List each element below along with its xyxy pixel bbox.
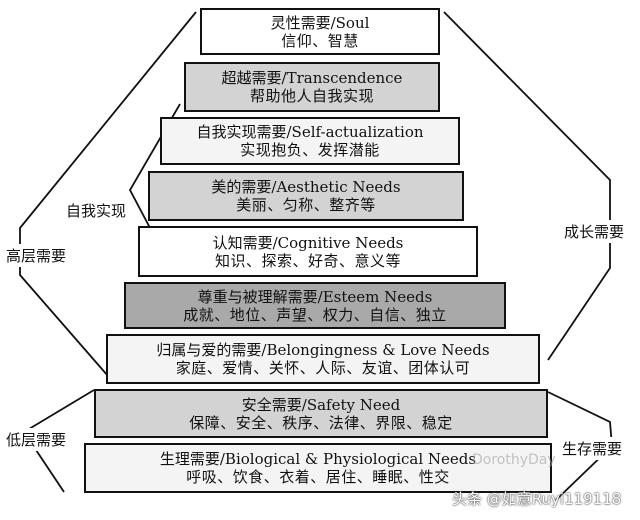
tier-title: 灵性需要/Soul xyxy=(270,13,370,32)
tier-title: 自我实现需要/Self-actualization xyxy=(196,123,424,141)
tier-examples: 家庭、爱情、关怀、人际、友谊、团体认可 xyxy=(175,359,471,377)
tier-title: 超越需要/Transcendence xyxy=(221,69,403,87)
survival-needs-label: 生存需要 xyxy=(560,437,625,460)
growth-needs-label: 成长需要 xyxy=(562,220,627,243)
lower-needs-label: 低层需要 xyxy=(4,428,69,451)
tier-self-actualization: 自我实现需要/Self-actualization 实现抱负、发挥潜能 xyxy=(160,117,460,165)
watermark-logo: DorothyDay xyxy=(472,452,556,468)
survival-needs-bracket xyxy=(547,391,613,501)
tier-examples: 保障、安全、秩序、法律、界限、稳定 xyxy=(189,413,453,432)
self-actualization-label: 自我实现 xyxy=(64,199,129,222)
tier-title: 认知需要/Cognitive Needs xyxy=(212,233,404,252)
watermark-caption: 头条 @如意Ruyi119118 xyxy=(452,490,622,508)
tier-examples: 美丽、匀称、整齐等 xyxy=(236,196,376,214)
tier-examples: 信仰、智慧 xyxy=(281,31,359,50)
tier-title: 归属与爱的需要/Belongingness & Love Needs xyxy=(156,341,490,359)
tier-cognitive: 认知需要/Cognitive Needs 知识、探索、好奇、意义等 xyxy=(138,226,478,277)
tier-examples: 实现抱负、发挥潜能 xyxy=(240,141,380,159)
tier-examples: 呼吸、饮食、衣着、居住、睡眠、性交 xyxy=(186,468,450,486)
tier-physiological: 生理需要/Biological & Physiological Needs 呼吸… xyxy=(84,443,552,493)
tier-soul: 灵性需要/Soul 信仰、智慧 xyxy=(200,8,440,55)
tier-title: 尊重与被理解需要/Esteem Needs xyxy=(197,287,433,306)
higher-needs-label: 高层需要 xyxy=(4,244,69,267)
tier-examples: 成就、地位、声望、权力、自信、独立 xyxy=(183,305,447,324)
tier-examples: 知识、探索、好奇、意义等 xyxy=(214,251,401,270)
tier-examples: 帮助他人自我实现 xyxy=(249,87,374,105)
tier-title: 美的需要/Aesthetic Needs xyxy=(211,178,401,196)
tier-title: 生理需要/Biological & Physiological Needs xyxy=(159,450,477,468)
tier-safety: 安全需要/Safety Need 保障、安全、秩序、法律、界限、稳定 xyxy=(94,389,548,438)
tier-belongingness: 归属与爱的需要/Belongingness & Love Needs 家庭、爱情… xyxy=(106,334,540,384)
tier-aesthetic: 美的需要/Aesthetic Needs 美丽、匀称、整齐等 xyxy=(148,171,464,221)
tier-title: 安全需要/Safety Need xyxy=(241,395,401,414)
tier-esteem: 尊重与被理解需要/Esteem Needs 成就、地位、声望、权力、自信、独立 xyxy=(124,282,506,329)
tier-transcendence: 超越需要/Transcendence 帮助他人自我实现 xyxy=(184,62,440,112)
